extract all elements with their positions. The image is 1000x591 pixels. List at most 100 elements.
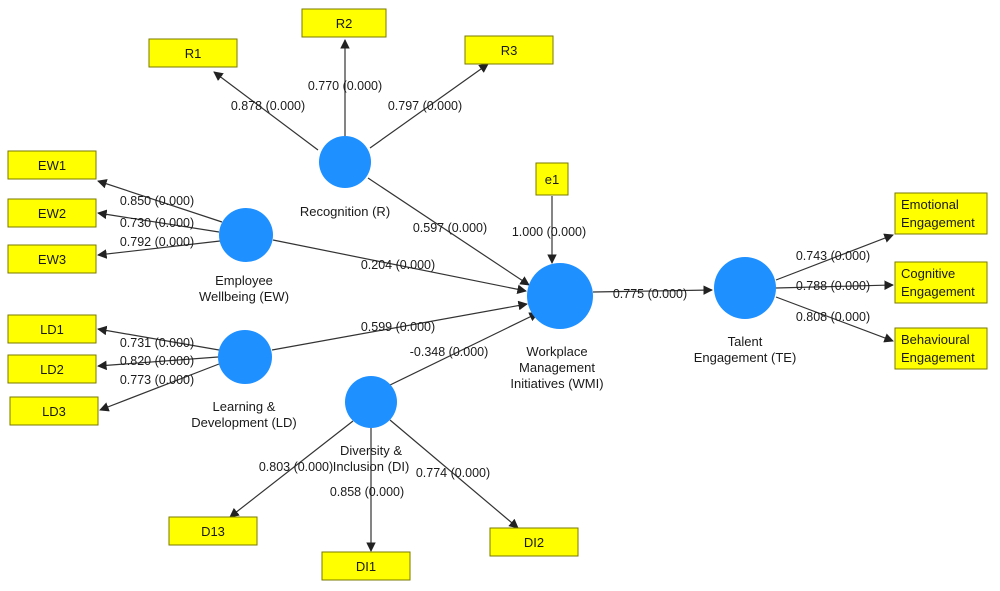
indicator-e1[interactable]: e1 bbox=[535, 162, 569, 196]
construct-ld-circle[interactable] bbox=[218, 330, 272, 384]
indicator-r1[interactable]: R1 bbox=[148, 38, 238, 68]
edge-ew-to-wmi bbox=[272, 239, 527, 294]
indicator-ew3-box[interactable] bbox=[7, 244, 97, 274]
construct-ew-label: Wellbeing (EW) bbox=[199, 289, 289, 304]
construct-wmi-circle[interactable] bbox=[527, 263, 593, 329]
indicator-emo-box[interactable] bbox=[894, 192, 988, 235]
indicator-ew1[interactable]: EW1 bbox=[7, 150, 97, 180]
construct-r[interactable]: Recognition (R) bbox=[300, 136, 390, 219]
indicator-di2[interactable]: DI2 bbox=[489, 527, 579, 557]
edge-ew-to-ew3 bbox=[97, 240, 221, 259]
edge-wmi-to-te bbox=[592, 285, 713, 295]
indicator-ld3[interactable]: LD3 bbox=[9, 396, 99, 426]
indicator-di1-label: DI1 bbox=[356, 559, 376, 574]
indicator-d13[interactable]: D13 bbox=[168, 516, 258, 546]
construct-wmi-label: Initiatives (WMI) bbox=[510, 376, 603, 391]
indicator-beh-label: Behavioural bbox=[901, 332, 970, 347]
path-coefficient-label: 0.204 (0.000) bbox=[361, 258, 435, 272]
construct-r-circle[interactable] bbox=[319, 136, 371, 188]
construct-ew-label: Employee bbox=[215, 273, 273, 288]
indicator-r1-label: R1 bbox=[185, 46, 202, 61]
construct-ew-circle[interactable] bbox=[219, 208, 273, 262]
path-coefficient-label: 0.788 (0.000) bbox=[796, 279, 870, 293]
edge-ld-to-ld2 bbox=[97, 356, 219, 371]
indicator-d13-box[interactable] bbox=[168, 516, 258, 546]
indicator-cog-label: Cognitive bbox=[901, 266, 955, 281]
path-coefficient-label: 0.770 (0.000) bbox=[308, 79, 382, 93]
edge-r-to-r3 bbox=[369, 63, 489, 149]
edge-di-to-di2 bbox=[389, 419, 519, 529]
construct-ld-label: Learning & bbox=[213, 399, 276, 414]
path-coefficient-label: 0.775 (0.000) bbox=[613, 287, 687, 301]
construct-wmi-label: Workplace bbox=[526, 344, 587, 359]
indicator-ld2-box[interactable] bbox=[7, 354, 97, 384]
edge-te-to-emo bbox=[775, 233, 894, 281]
path-coefficient-label: 0.597 (0.000) bbox=[413, 221, 487, 235]
path-coefficient-label: 0.599 (0.000) bbox=[361, 320, 435, 334]
edge-di-to-wmi bbox=[387, 312, 539, 387]
construct-di-circle[interactable] bbox=[345, 376, 397, 428]
indicator-emo-label: Engagement bbox=[901, 215, 975, 230]
indicator-r2-label: R2 bbox=[336, 16, 353, 31]
edge-label-layer: 0.878 (0.000)0.770 (0.000) 0.797 (0.000) 0… bbox=[120, 79, 870, 499]
edge-r-to-wmi bbox=[367, 177, 530, 286]
construct-di-label: Diversity & bbox=[340, 443, 402, 458]
indicator-cog-box[interactable] bbox=[894, 261, 988, 304]
edge-r-to-r1 bbox=[213, 71, 319, 151]
edge-ew-to-ew2 bbox=[97, 209, 220, 233]
edge-ew-to-ew1 bbox=[97, 179, 223, 223]
indicator-di2-label: DI2 bbox=[524, 535, 544, 550]
indicator-emo-label: Emotional bbox=[901, 197, 959, 212]
path-coefficient-label: 0.774 (0.000) bbox=[416, 466, 490, 480]
indicator-cog-label: Engagement bbox=[901, 284, 975, 299]
indicator-di1-box[interactable] bbox=[321, 551, 411, 581]
construct-te-circle[interactable] bbox=[714, 257, 776, 319]
indicator-r3-label: R3 bbox=[501, 43, 518, 58]
indicator-ew2[interactable]: EW2 bbox=[7, 198, 97, 228]
path-coefficient-label: 0.731 (0.000) bbox=[120, 336, 194, 350]
indicator-r1-box[interactable] bbox=[148, 38, 238, 68]
indicator-ld2[interactable]: LD2 bbox=[7, 354, 97, 384]
construct-di[interactable]: Diversity &Inclusion (DI) bbox=[333, 376, 410, 474]
path-coefficient-label: 0.878 (0.000) bbox=[231, 99, 305, 113]
indicator-beh-box[interactable] bbox=[894, 327, 988, 370]
edge-ld-to-wmi bbox=[271, 300, 528, 351]
indicator-di1[interactable]: DI1 bbox=[321, 551, 411, 581]
indicator-ld1-box[interactable] bbox=[7, 314, 97, 344]
indicator-r3-box[interactable] bbox=[464, 35, 554, 65]
indicator-ld1-label: LD1 bbox=[40, 322, 64, 337]
edge-di-to-d13 bbox=[229, 420, 354, 518]
construct-ld[interactable]: Learning &Development (LD) bbox=[191, 330, 297, 430]
indicator-ld2-label: LD2 bbox=[40, 362, 64, 377]
construct-te-label: Engagement (TE) bbox=[694, 350, 797, 365]
indicator-ew1-box[interactable] bbox=[7, 150, 97, 180]
edge-layer bbox=[97, 39, 894, 552]
path-coefficient-label: 0.803 (0.000) bbox=[259, 460, 333, 474]
indicator-ld3-box[interactable] bbox=[9, 396, 99, 426]
path-coefficient-label: 0.797 (0.000) bbox=[388, 99, 462, 113]
indicator-r3[interactable]: R3 bbox=[464, 35, 554, 65]
indicator-e1-box[interactable] bbox=[535, 162, 569, 196]
indicator-ew3[interactable]: EW3 bbox=[7, 244, 97, 274]
edge-te-to-beh bbox=[775, 296, 894, 343]
indicator-ew3-label: EW3 bbox=[38, 252, 66, 267]
path-coefficient-label: -0.348 (0.000) bbox=[410, 345, 489, 359]
construct-r-label: Recognition (R) bbox=[300, 204, 390, 219]
indicator-ld1[interactable]: LD1 bbox=[7, 314, 97, 344]
indicator-ew2-box[interactable] bbox=[7, 198, 97, 228]
indicator-beh-label: Engagement bbox=[901, 350, 975, 365]
indicator-r2[interactable]: R2 bbox=[301, 8, 387, 38]
indicator-d13-label: D13 bbox=[201, 524, 225, 539]
path-coefficient-label: 0.730 (0.000) bbox=[120, 216, 194, 230]
indicator-di2-box[interactable] bbox=[489, 527, 579, 557]
indicator-r2-box[interactable] bbox=[301, 8, 387, 38]
construct-wmi-label: Management bbox=[519, 360, 595, 375]
